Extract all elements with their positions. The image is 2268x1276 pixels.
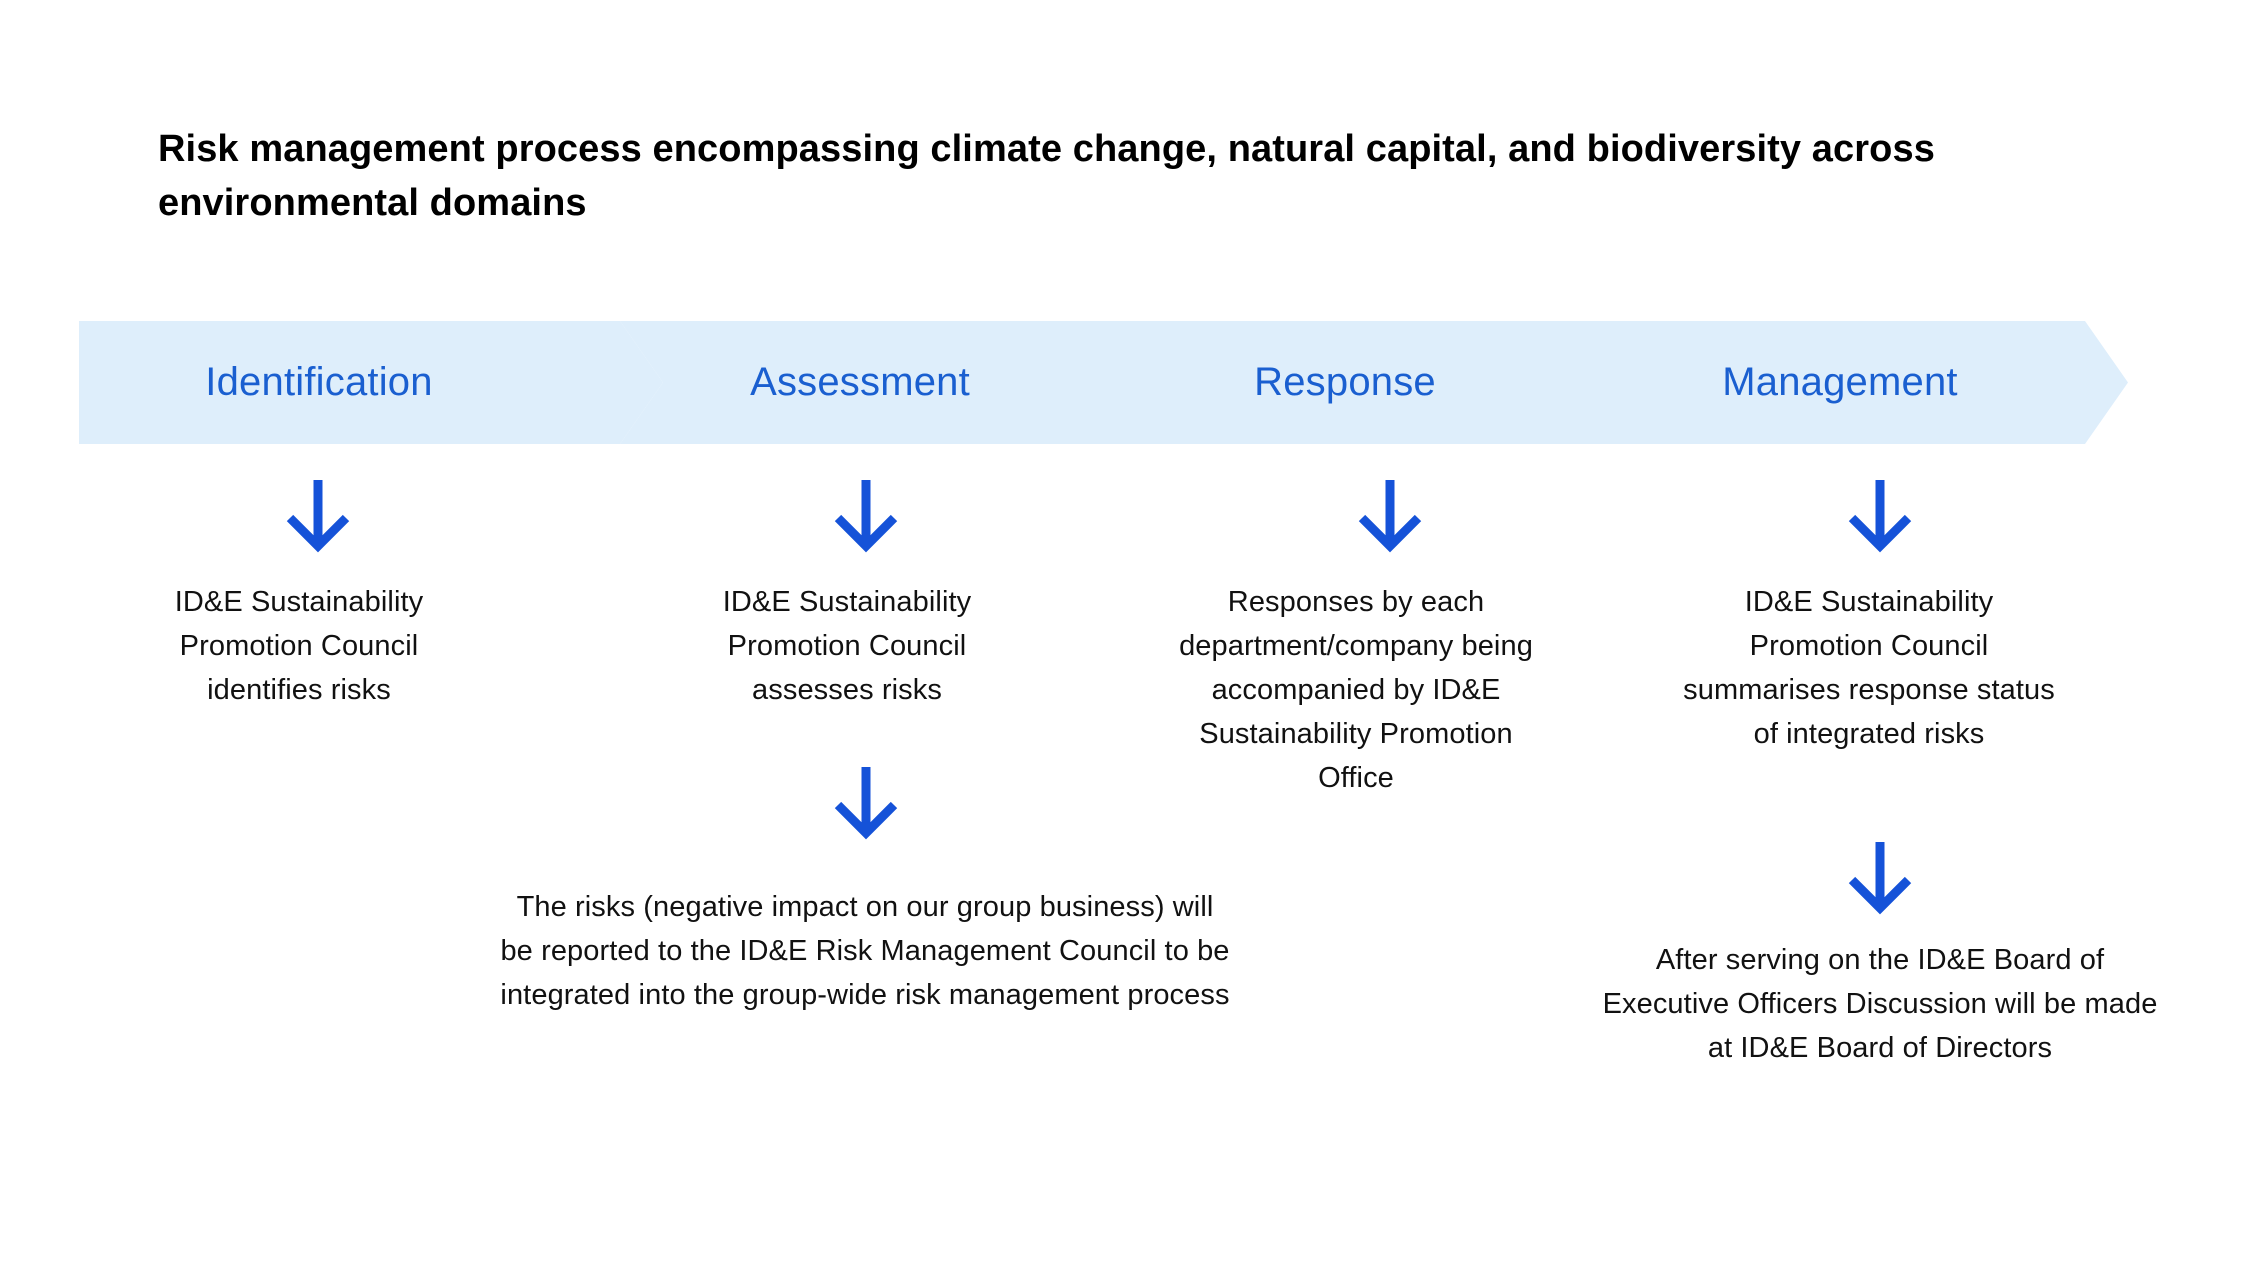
process-chevron-banner — [79, 321, 2128, 444]
step-text-management: ID&E Sustainability Promotion Council su… — [1683, 586, 2055, 751]
chevron-stage-2[interactable] — [620, 321, 1184, 444]
step-text-assessment-secondary: The risks (negative impact on our group … — [500, 891, 1230, 1012]
chevron-label-response: Response — [1254, 359, 1436, 404]
step-text-assessment: ID&E Sustainability Promotion Council as… — [722, 586, 972, 707]
chevron-stage-1[interactable] — [79, 321, 663, 444]
chevron-label-identification: Identification — [205, 359, 433, 404]
chevron-label-assessment: Assessment — [750, 359, 970, 404]
chevron-stage-3[interactable] — [1105, 321, 1657, 444]
page-title-line-2: environmental domains — [158, 181, 587, 224]
chevron-stage-4[interactable] — [1600, 321, 2128, 444]
step-text-identification: ID&E Sustainability Promotion Council id… — [174, 586, 424, 707]
down-arrow-icon — [1353, 478, 1427, 554]
page-title-line-1: Risk management process encompassing cli… — [158, 128, 1935, 170]
step-text-management-secondary: After serving on the ID&E Board of Execu… — [1602, 944, 2158, 1065]
chevron-label-management: Management — [1722, 359, 1958, 404]
down-arrow-icon — [281, 478, 355, 554]
down-arrow-icon — [1843, 478, 1917, 554]
down-arrow-icon — [829, 765, 903, 841]
down-arrow-icon — [1843, 840, 1917, 916]
down-arrow-icon — [829, 478, 903, 554]
page-title: Risk management process encompassing cli… — [158, 123, 2076, 231]
step-text-response: Responses by each department/company bei… — [1179, 586, 1533, 795]
